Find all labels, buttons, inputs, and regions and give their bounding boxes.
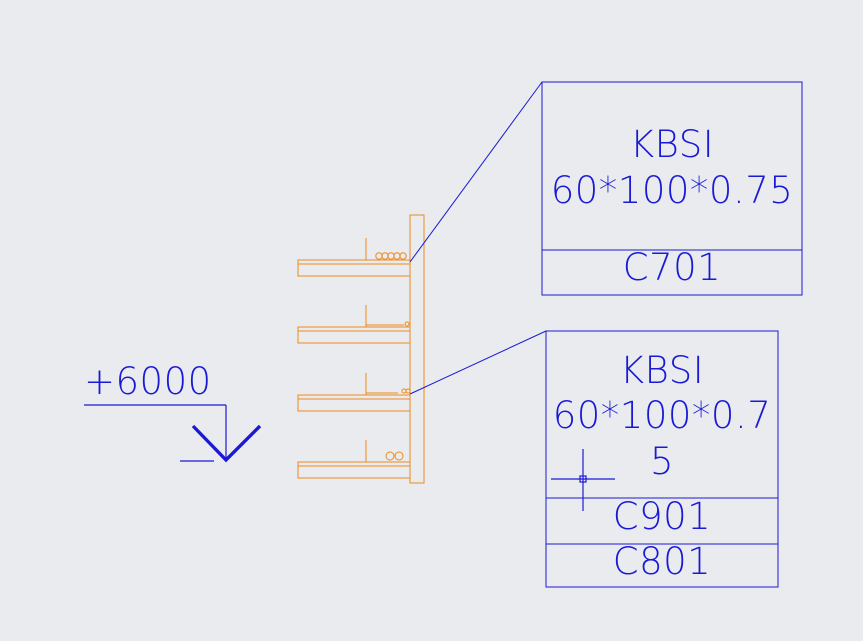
level-arrow-icon xyxy=(191,424,262,463)
leader-line-bottom xyxy=(409,330,547,395)
callout-bottom-code1: C901 xyxy=(613,495,711,538)
leader-line-top xyxy=(409,81,543,263)
callout-top-line2: 60*100*0.75 xyxy=(551,169,794,212)
tray-tier-4 xyxy=(297,440,411,479)
level-value: +6000 xyxy=(84,360,212,403)
callout-bottom-code2: C801 xyxy=(613,540,711,583)
tray-tier-1 xyxy=(297,238,411,277)
tray-tier-2 xyxy=(297,305,411,344)
tray-tier-3 xyxy=(297,373,411,412)
callout-bottom-line1: KBSI xyxy=(620,349,704,392)
callout-bottom-line3: 5 xyxy=(650,440,674,483)
cable-tray-bracket[interactable] xyxy=(297,214,425,484)
callout-top-line1: KBSI xyxy=(630,123,714,166)
callout-box-top[interactable]: KBSI 60*100*0.75 C701 xyxy=(541,81,803,296)
callout-bottom-line2: 60*100*0.7 xyxy=(553,394,772,437)
support-post xyxy=(409,214,425,484)
level-marker[interactable]: +6000 xyxy=(84,360,262,463)
crosshair-cursor-icon xyxy=(551,449,615,511)
callout-box-bottom[interactable]: KBSI 60*100*0.7 5 C901 C801 xyxy=(545,330,779,588)
callout-top-code: C701 xyxy=(623,246,721,289)
